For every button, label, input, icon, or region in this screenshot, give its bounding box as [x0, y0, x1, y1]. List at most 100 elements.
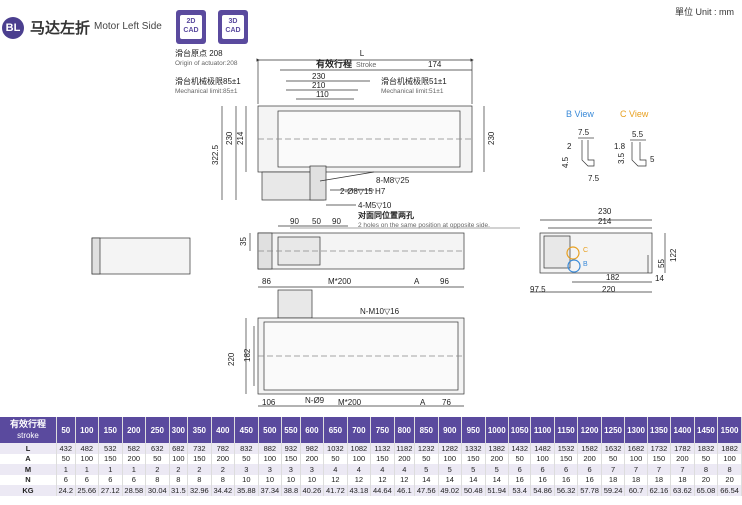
- table-cell: 60.7: [624, 485, 648, 496]
- table-cell: 150: [98, 453, 123, 464]
- table-cell: 59.24: [601, 485, 626, 496]
- table-cell: 14: [438, 474, 462, 485]
- svg-text:86: 86: [262, 277, 271, 286]
- table-cell: 1: [98, 464, 123, 475]
- svg-text:322.5: 322.5: [211, 144, 220, 165]
- table-cell: 200: [394, 453, 416, 464]
- table-cell: 1432: [508, 443, 532, 454]
- table-cell: 62.16: [647, 485, 672, 496]
- svg-text:A: A: [420, 398, 426, 407]
- table-cell: 8: [717, 464, 742, 475]
- table-cell: 14: [414, 474, 439, 485]
- table-cell: 2: [187, 464, 212, 475]
- table-cell: 482: [75, 443, 100, 454]
- svg-text:7.5: 7.5: [588, 174, 600, 183]
- svg-text:C: C: [583, 247, 588, 254]
- table-cell: 7: [647, 464, 672, 475]
- svg-text:M*200: M*200: [328, 277, 352, 286]
- svg-text:B: B: [583, 261, 588, 268]
- svg-text:106: 106: [262, 398, 276, 407]
- technical-drawing: L 有效行程 Stroke 174 滑台原点 208 Origin of act…: [91, 48, 678, 407]
- table-cell: 7: [670, 464, 695, 475]
- table-cell: 4: [394, 464, 416, 475]
- svg-text:230: 230: [487, 131, 496, 145]
- table-cell: 41.72: [323, 485, 348, 496]
- table-cell: 150: [461, 453, 486, 464]
- table-cell: 34.42: [211, 485, 236, 496]
- table-cell: 38.8: [281, 485, 301, 496]
- row-label: KG: [0, 485, 57, 496]
- svg-text:C View: C View: [620, 109, 649, 119]
- stroke-col-header: 1450: [694, 417, 719, 443]
- svg-text:B View: B View: [566, 109, 594, 119]
- table-cell: 200: [211, 453, 236, 464]
- table-cell: 12: [370, 474, 395, 485]
- table-cell: 18: [624, 474, 648, 485]
- svg-text:230: 230: [225, 131, 234, 145]
- table-cell: 1582: [577, 443, 602, 454]
- stroke-col-header: 1350: [647, 417, 672, 443]
- table-cell: 40.26: [300, 485, 325, 496]
- stroke-col-header: 550: [281, 417, 301, 443]
- table-cell: 18: [647, 474, 672, 485]
- svg-text:3.5: 3.5: [617, 152, 626, 164]
- table-cell: 6: [75, 474, 100, 485]
- stroke-col-header: 1250: [601, 417, 626, 443]
- svg-text:L: L: [360, 49, 365, 58]
- table-cell: 8: [187, 474, 212, 485]
- detail-view-labels: B View C View 7.5 5.5 2 4.5 7.5 1.8 3.5 …: [561, 109, 655, 183]
- model-badge: BL: [2, 17, 24, 39]
- table-cell: 50: [145, 453, 170, 464]
- table-cell: 12: [394, 474, 416, 485]
- table-cell: 49.02: [438, 485, 462, 496]
- table-cell: 50: [56, 453, 76, 464]
- table-cell: 50: [414, 453, 439, 464]
- stroke-col-header: 50: [56, 417, 76, 443]
- svg-text:Mechanical limit:51±1: Mechanical limit:51±1: [381, 88, 444, 95]
- table-cell: 4: [347, 464, 372, 475]
- table-cell: 150: [370, 453, 395, 464]
- end-view: [530, 219, 666, 293]
- stroke-col-header: 500: [258, 417, 283, 443]
- table-cell: 1032: [323, 443, 348, 454]
- table-cell: 200: [577, 453, 602, 464]
- top-view-labels: L 有效行程 Stroke 174 滑台原点 208 Origin of act…: [175, 48, 496, 229]
- stroke-col-header: 1300: [624, 417, 648, 443]
- stroke-col-header: 600: [300, 417, 325, 443]
- table-cell: 582: [122, 443, 147, 454]
- motor-block-bottom: [277, 289, 313, 319]
- top-view: [221, 58, 520, 229]
- stroke-col-header: 700: [347, 417, 372, 443]
- end-view-labels: 230 214 122 55 14 182 97.5 220 C B: [530, 207, 678, 294]
- table-cell: 20: [717, 474, 742, 485]
- title-en: Motor Left Side: [94, 21, 162, 32]
- svg-text:A: A: [414, 277, 420, 286]
- svg-text:35: 35: [239, 237, 248, 246]
- row-label: A: [0, 453, 57, 464]
- motor-side-view: [91, 237, 191, 275]
- table-cell: 31.5: [169, 485, 189, 496]
- table-cell: 37.34: [258, 485, 283, 496]
- svg-text:2: 2: [567, 142, 572, 151]
- table-cell: 100: [258, 453, 283, 464]
- svg-text:214: 214: [236, 131, 245, 145]
- table-cell: 47.56: [414, 485, 439, 496]
- table-cell: 782: [211, 443, 236, 454]
- svg-text:97.5: 97.5: [530, 285, 546, 294]
- table-cell: 57.78: [577, 485, 602, 496]
- table-cell: 100: [530, 453, 555, 464]
- svg-text:Origin of actuator:208: Origin of actuator:208: [175, 60, 238, 67]
- stroke-col-header: 1400: [670, 417, 695, 443]
- svg-text:76: 76: [442, 398, 451, 407]
- table-cell: 16: [577, 474, 602, 485]
- table-cell: 4: [370, 464, 395, 475]
- svg-text:90: 90: [290, 217, 299, 226]
- table-cell: 46.1: [394, 485, 416, 496]
- table-cell: 16: [508, 474, 532, 485]
- table-cell: 1282: [438, 443, 462, 454]
- table-cell: 7: [601, 464, 626, 475]
